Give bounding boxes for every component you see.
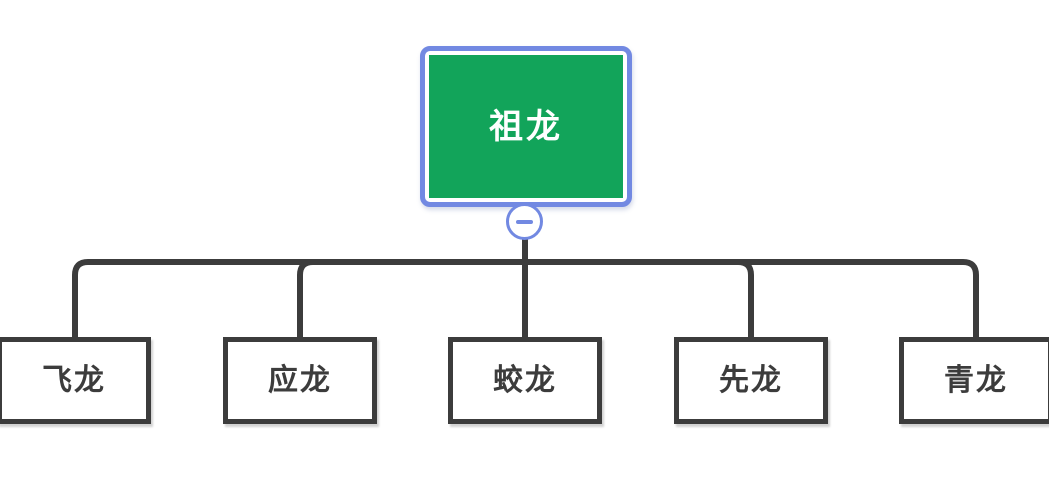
connector-branch-2 bbox=[297, 259, 525, 340]
child-node-label: 应龙 bbox=[268, 363, 332, 397]
root-node-box: 祖龙 bbox=[429, 55, 623, 198]
minus-icon bbox=[516, 219, 533, 224]
child-node-label: 先龙 bbox=[719, 363, 783, 397]
child-node-5[interactable]: 青龙 bbox=[899, 337, 1049, 424]
child-node-label: 蛟龙 bbox=[493, 363, 557, 397]
connector-branch-4 bbox=[525, 259, 754, 340]
child-node-label: 飞龙 bbox=[42, 363, 106, 397]
collapse-button[interactable] bbox=[506, 203, 543, 240]
child-node-3[interactable]: 蛟龙 bbox=[448, 337, 602, 424]
child-node-1[interactable]: 飞龙 bbox=[0, 337, 151, 424]
root-node[interactable]: 祖龙 bbox=[420, 46, 632, 207]
root-node-label: 祖龙 bbox=[489, 107, 563, 146]
connector-branch-1 bbox=[72, 259, 525, 340]
connector-branch-5 bbox=[525, 259, 979, 340]
child-node-label: 青龙 bbox=[944, 363, 1008, 397]
child-node-2[interactable]: 应龙 bbox=[223, 337, 377, 424]
child-node-4[interactable]: 先龙 bbox=[674, 337, 828, 424]
